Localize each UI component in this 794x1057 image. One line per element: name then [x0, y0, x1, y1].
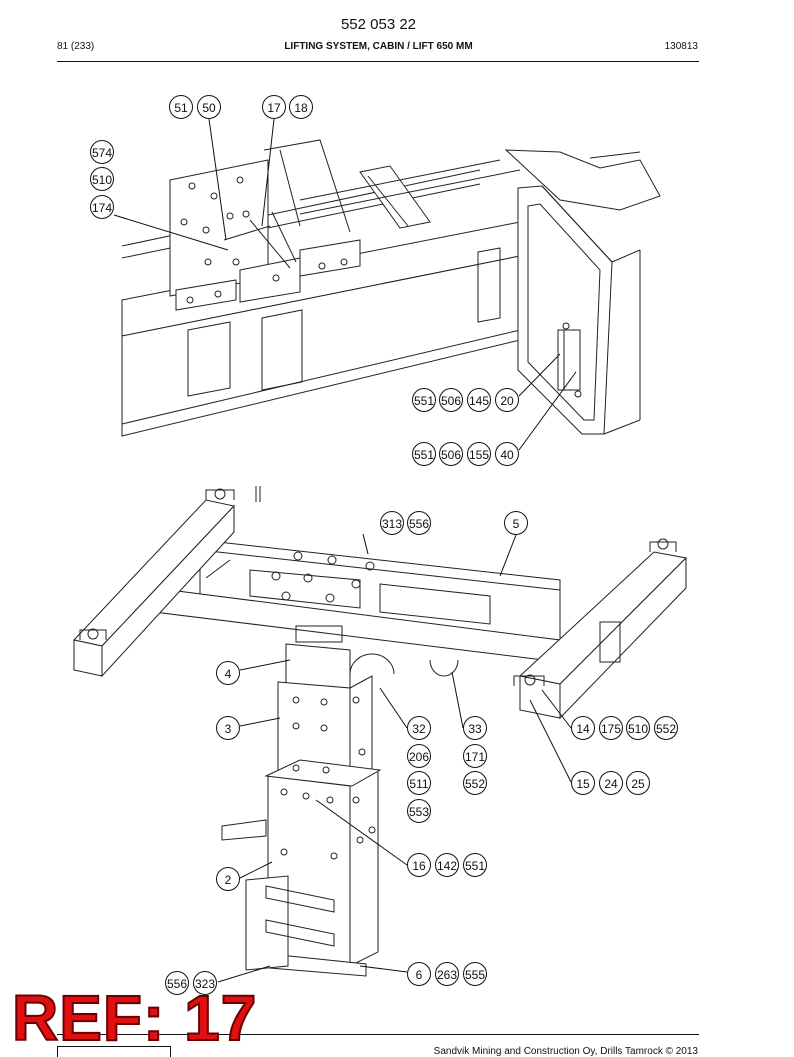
brand-logo — [57, 1046, 171, 1057]
callout-5: 5 — [504, 511, 528, 535]
callout-155: 155 — [467, 442, 491, 466]
callout-24: 24 — [599, 771, 623, 795]
callout-2: 2 — [216, 867, 240, 891]
callout-15: 15 — [571, 771, 595, 795]
callout-510: 510 — [90, 167, 114, 191]
footer-divider — [57, 1034, 699, 1035]
callout-574: 574 — [90, 140, 114, 164]
callout-14: 14 — [571, 716, 595, 740]
callout-506: 506 — [439, 388, 463, 412]
callout-323: 323 — [193, 971, 217, 995]
callout-17: 17 — [262, 95, 286, 119]
callout-506: 506 — [439, 442, 463, 466]
callout-50: 50 — [197, 95, 221, 119]
callout-4: 4 — [216, 661, 240, 685]
callout-552: 552 — [463, 771, 487, 795]
callout-33: 33 — [463, 716, 487, 740]
leader-lines — [113, 118, 577, 983]
callout-32: 32 — [407, 716, 431, 740]
callout-556: 556 — [407, 511, 431, 535]
upper-frame-view — [121, 139, 661, 437]
callout-18: 18 — [289, 95, 313, 119]
callout-174: 174 — [90, 195, 114, 219]
callout-555: 555 — [463, 962, 487, 986]
callout-551: 551 — [412, 388, 436, 412]
callout-6: 6 — [407, 962, 431, 986]
callout-171: 171 — [463, 744, 487, 768]
callout-553: 553 — [407, 799, 431, 823]
ref-stamp: REF: 17 — [11, 982, 258, 1054]
callout-552: 552 — [654, 716, 678, 740]
callout-510: 510 — [626, 716, 650, 740]
callout-20: 20 — [495, 388, 519, 412]
callout-40: 40 — [495, 442, 519, 466]
callout-556: 556 — [165, 971, 189, 995]
callout-511: 511 — [407, 771, 431, 795]
callout-3: 3 — [216, 716, 240, 740]
page-title: LIFTING SYSTEM, CABIN / LIFT 650 MM — [284, 41, 473, 52]
date-code: 130813 — [664, 41, 698, 52]
callout-551: 551 — [412, 442, 436, 466]
document-number: 552 053 22 — [340, 16, 417, 33]
callout-25: 25 — [626, 771, 650, 795]
callout-16: 16 — [407, 853, 431, 877]
page-number: 81 (233) — [57, 41, 95, 52]
callout-175: 175 — [599, 716, 623, 740]
callout-206: 206 — [407, 744, 431, 768]
callout-551: 551 — [463, 853, 487, 877]
callout-145: 145 — [467, 388, 491, 412]
callout-51: 51 — [169, 95, 193, 119]
header-divider — [57, 61, 699, 62]
callout-263: 263 — [435, 962, 459, 986]
footer-copyright: Sandvik Mining and Construction Oy, Dril… — [433, 1046, 698, 1057]
callout-142: 142 — [435, 853, 459, 877]
callout-313: 313 — [380, 511, 404, 535]
lower-lift-view — [73, 486, 688, 977]
